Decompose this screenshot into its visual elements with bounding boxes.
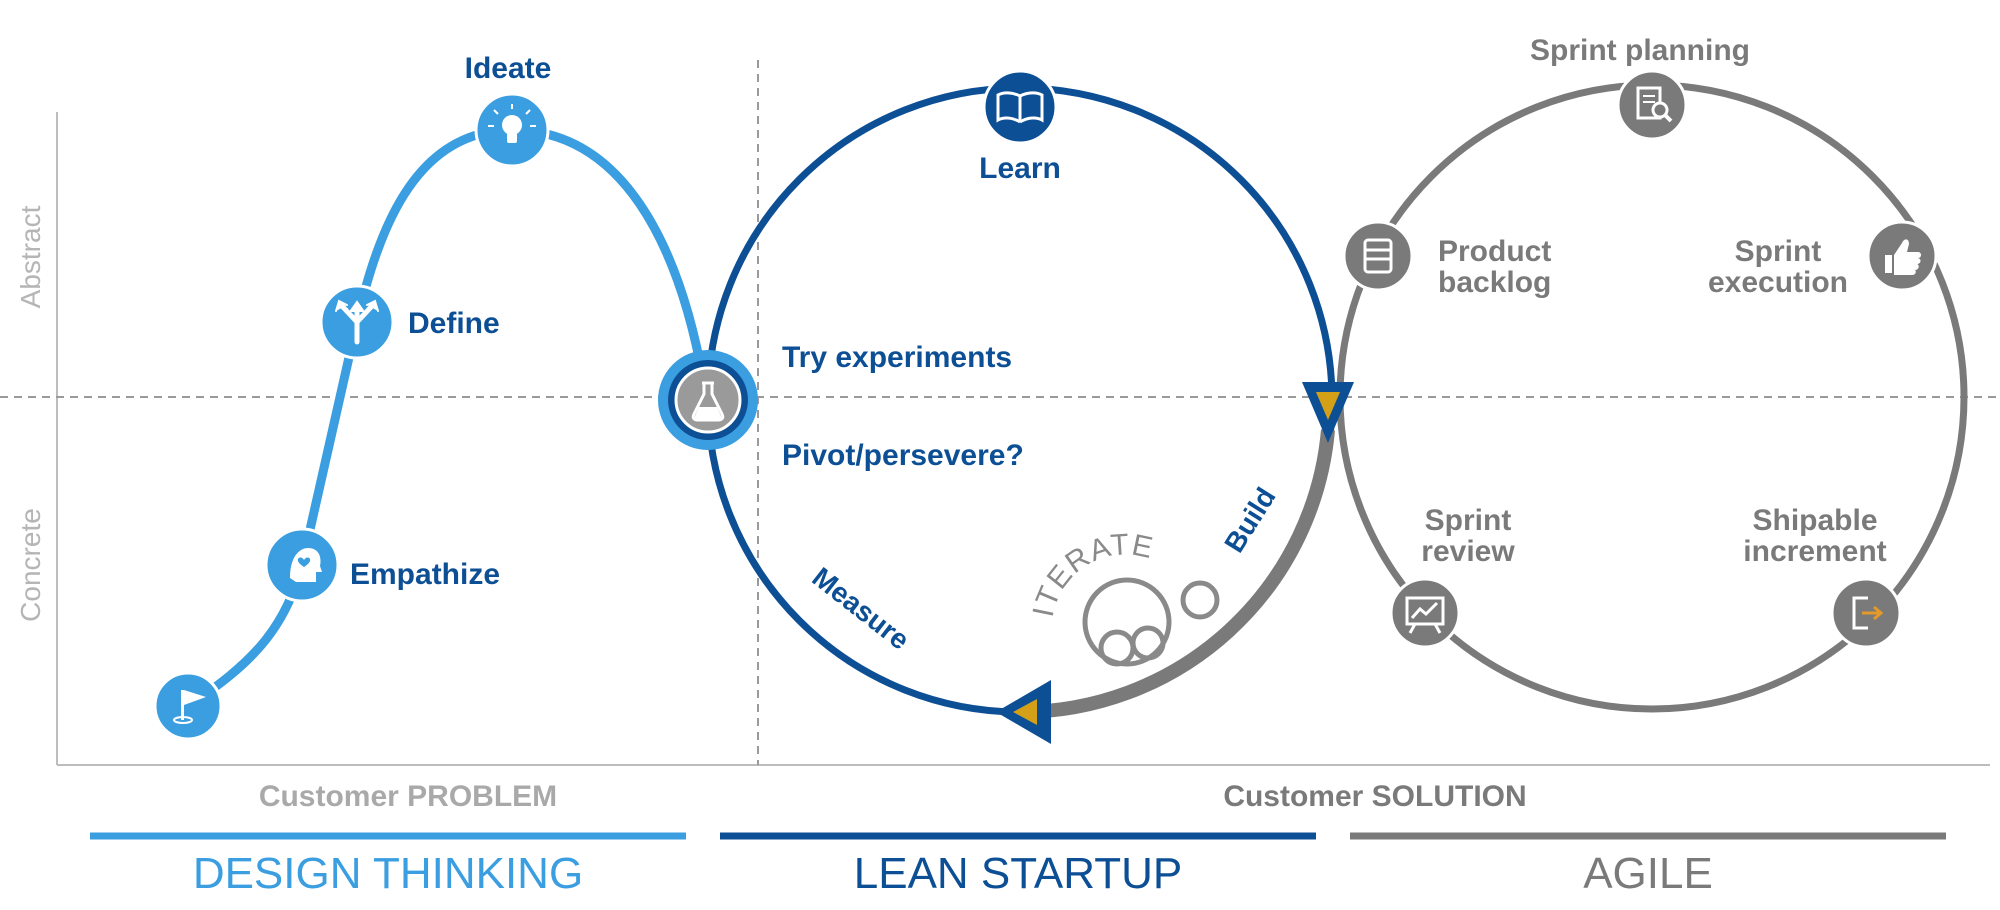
shipable-increment-label-line1: Shipable xyxy=(1752,504,1877,537)
list-icon xyxy=(1363,238,1393,274)
ideate-node xyxy=(474,92,550,168)
axis-label-abstract: Abstract xyxy=(15,205,46,308)
customer-solution-caption: Customer SOLUTION xyxy=(1223,780,1526,813)
book-icon xyxy=(996,91,1044,124)
flask-icon xyxy=(691,381,725,422)
define-node xyxy=(319,284,395,360)
agile-title: AGILE xyxy=(1583,849,1713,898)
build-label: Build xyxy=(1218,482,1281,558)
sprint-execution-label-line1: Sprint xyxy=(1735,235,1822,268)
arrows-split-icon xyxy=(335,299,379,345)
sprint-execution-node xyxy=(1866,220,1938,292)
sprint-review-node xyxy=(1389,577,1461,649)
try-experiments-label: Try experiments xyxy=(782,341,1012,374)
thumbs-up-icon xyxy=(1885,239,1921,275)
iterate-loops xyxy=(1082,577,1220,667)
sprint-review-label-line1: Sprint xyxy=(1425,504,1512,537)
design-thinking-curve xyxy=(183,125,710,711)
axis-label-concrete: Concrete xyxy=(15,508,46,622)
sprint-review-label-line2: review xyxy=(1421,535,1515,568)
measure-arrow xyxy=(996,680,1051,744)
ideate-label: Ideate xyxy=(465,52,552,85)
start-node xyxy=(153,671,223,741)
sprint-planning-node xyxy=(1616,69,1688,141)
lightbulb-icon xyxy=(488,104,536,143)
pivot-persevere-label: Pivot/persevere? xyxy=(782,439,1024,472)
build-arc xyxy=(1019,429,1335,719)
export-icon xyxy=(1852,596,1884,630)
product-backlog-label-line1: Product xyxy=(1438,235,1551,268)
shipable-increment-label-line2: increment xyxy=(1743,535,1886,568)
learn-label: Learn xyxy=(979,152,1061,185)
head-heart-icon xyxy=(290,548,322,582)
learn-node xyxy=(982,69,1058,145)
customer-problem-caption: Customer PROBLEM xyxy=(259,780,557,813)
experiment-node xyxy=(658,350,758,450)
product-backlog-label-line2: backlog xyxy=(1438,266,1551,299)
document-search-icon xyxy=(1636,86,1673,123)
lean-startup-title: LEAN STARTUP xyxy=(854,849,1182,898)
build-arrow xyxy=(1302,382,1354,443)
product-backlog-node xyxy=(1342,220,1414,292)
sprint-planning-label: Sprint planning xyxy=(1530,34,1750,67)
sprint-execution-label-line2: execution xyxy=(1708,266,1848,299)
flag-icon xyxy=(173,690,206,724)
shipable-increment-node xyxy=(1830,577,1902,649)
iterate-text: ITERATE xyxy=(1027,528,1156,619)
define-label: Define xyxy=(408,307,500,340)
design-thinking-title: DESIGN THINKING xyxy=(193,849,583,898)
presentation-chart-icon xyxy=(1405,596,1445,634)
empathize-node xyxy=(264,527,340,603)
iterate-label: ITERATE xyxy=(1027,528,1157,619)
empathize-label: Empathize xyxy=(350,558,500,591)
